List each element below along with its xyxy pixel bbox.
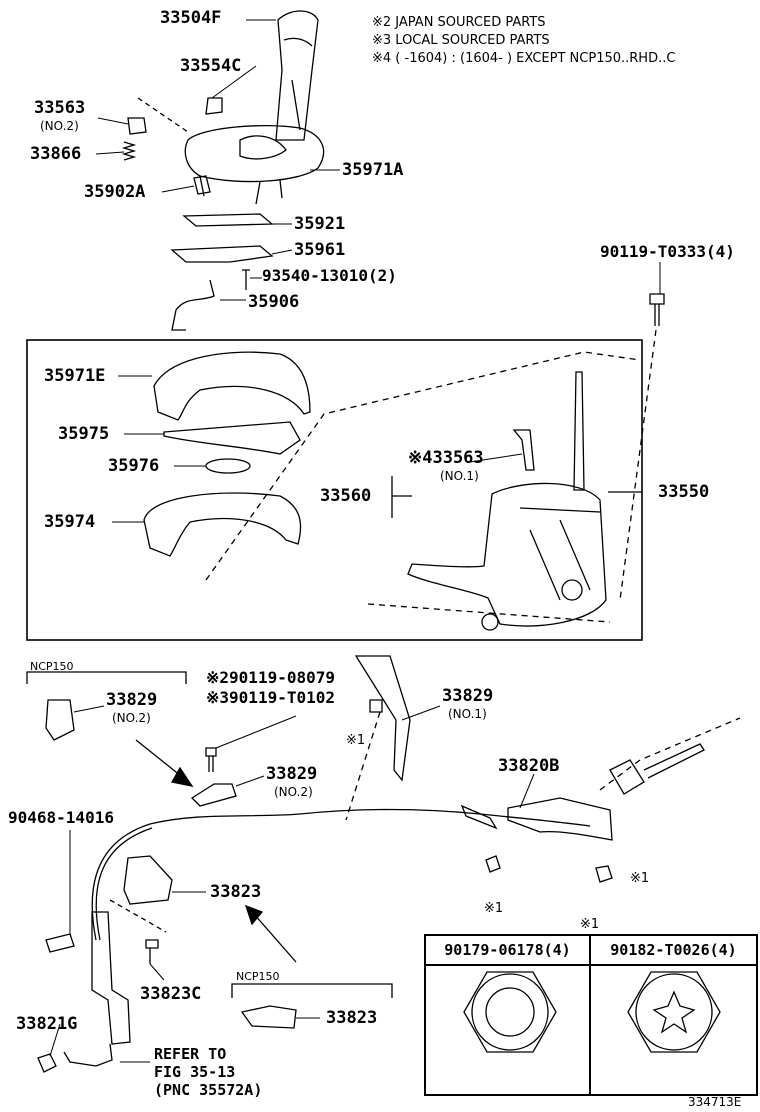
- label-35906: 35906: [248, 292, 300, 312]
- console-35971e: [153, 351, 311, 421]
- note-local: ※3 LOCAL SOURCED PARTS: [372, 33, 550, 48]
- nut-mark1-a: [485, 855, 501, 873]
- bolt-90119-08079: [205, 747, 217, 772]
- clip-small-mark1: [369, 699, 383, 713]
- cable-end-upper: [609, 743, 705, 795]
- label-mark1-c: ※1: [630, 871, 650, 886]
- clip-33563-no1: [512, 429, 535, 471]
- clip-35902a: [193, 175, 211, 195]
- plate-35975: [163, 421, 301, 455]
- clip-33829-no1: [354, 655, 411, 782]
- table-header-90179: 90179-06178(4): [426, 936, 589, 966]
- nut-mark1-b: [595, 865, 613, 883]
- label-33563-top: 33563: [34, 98, 86, 118]
- label-35961: 35961: [294, 240, 346, 260]
- label-33504f: 33504F: [160, 8, 222, 28]
- clip-33554c: [205, 97, 223, 115]
- label-33866: 33866: [30, 144, 82, 164]
- table-divider: [589, 936, 591, 1094]
- bracket-33823: [123, 855, 173, 905]
- console-35974: [143, 492, 302, 557]
- label-35971e: 35971E: [44, 366, 106, 386]
- label-33821g: 33821G: [16, 1014, 78, 1034]
- label-35976: 35976: [108, 456, 160, 476]
- screw-93540: [242, 269, 250, 290]
- label-93540: 93540-13010(2): [262, 266, 397, 285]
- bolt-90119-t0333: [649, 293, 665, 326]
- label-33823: 33823: [210, 882, 262, 902]
- fastener-table: 90179-06178(4) 90182-T0026(4): [424, 934, 758, 1096]
- clip-90468: [45, 933, 75, 953]
- label-90119-t0102: ※390119-T0102: [206, 688, 335, 707]
- nut-33821g: [37, 1053, 57, 1073]
- shift-knob: [275, 10, 319, 141]
- plate-35921: [182, 213, 274, 227]
- label-90468-14016: 90468-14016: [8, 808, 114, 827]
- label-90119-t0333: 90119-T0333(4): [600, 242, 735, 261]
- nut-90179-illustration: [463, 971, 557, 1053]
- cable: [91, 808, 591, 941]
- assembly-box-33550: [26, 339, 643, 641]
- table-header-90182: 90182-T0026(4): [591, 936, 756, 966]
- label-33560: 33560: [320, 486, 372, 506]
- label-33829-c-sub: (NO.2): [274, 785, 313, 799]
- label-35974: 35974: [44, 512, 96, 532]
- label-33554c: 33554C: [180, 56, 242, 76]
- label-mark1-a: ※1: [346, 733, 366, 748]
- label-35971a: 35971A: [342, 160, 404, 180]
- label-35902a: 35902A: [84, 182, 146, 202]
- note-japan: ※2 JAPAN SOURCED PARTS: [372, 15, 546, 30]
- label-33829-c: 33829: [266, 764, 318, 784]
- label-33820b: 33820B: [498, 756, 560, 776]
- refer-line-2: FIG 35-13: [154, 1063, 236, 1081]
- clip-33563-no2: [127, 117, 147, 135]
- cable-end-lower: [91, 911, 131, 1045]
- label-mark1-b: ※1: [484, 901, 504, 916]
- label-33829-a: 33829: [106, 690, 158, 710]
- label-33829-a-sub: (NO.2): [112, 711, 151, 725]
- label-33823-b: 33823: [326, 1008, 378, 1028]
- label-90119-08079: ※290119-08079: [206, 668, 335, 687]
- clip-33829-no2-a: [45, 699, 75, 741]
- label-ncp150-b: NCP150: [236, 970, 280, 983]
- nut-90182-illustration: [627, 971, 721, 1053]
- shift-lever-33560: [407, 371, 607, 631]
- label-33829-b-sub: (NO.1): [448, 707, 487, 721]
- bracket-33823-ncp150: [240, 1005, 297, 1029]
- spring-33866: [121, 141, 137, 161]
- table-mark: ※1: [580, 917, 600, 932]
- label-33829-b: 33829: [442, 686, 494, 706]
- indicator-35976: [205, 458, 251, 474]
- wire-35906: [171, 279, 215, 331]
- bolt-33823c: [145, 939, 159, 964]
- arrow-b: [253, 913, 297, 963]
- clip-33829-no2-b: [190, 783, 237, 807]
- label-ncp150-a: NCP150: [30, 660, 74, 673]
- refer-line-3: (PNC 35572A): [154, 1081, 263, 1099]
- label-33563-mid: ※433563: [408, 448, 484, 468]
- diagram-id: 334713E: [688, 1095, 742, 1109]
- refer-line-1: REFER TO: [154, 1045, 227, 1063]
- note-range: ※4 ( -1604) : (1604- ) EXCEPT NCP150..RH…: [372, 51, 676, 66]
- label-33563-mid-sub: (NO.1): [440, 469, 479, 483]
- bracket-35961: [170, 245, 274, 263]
- label-35921: 35921: [294, 214, 346, 234]
- bracket-33820b: [507, 797, 613, 841]
- label-33563-top-sub: (NO.2): [40, 119, 79, 133]
- label-35975: 35975: [58, 424, 110, 444]
- label-33823c: 33823C: [140, 984, 202, 1004]
- label-33550: 33550: [658, 482, 710, 502]
